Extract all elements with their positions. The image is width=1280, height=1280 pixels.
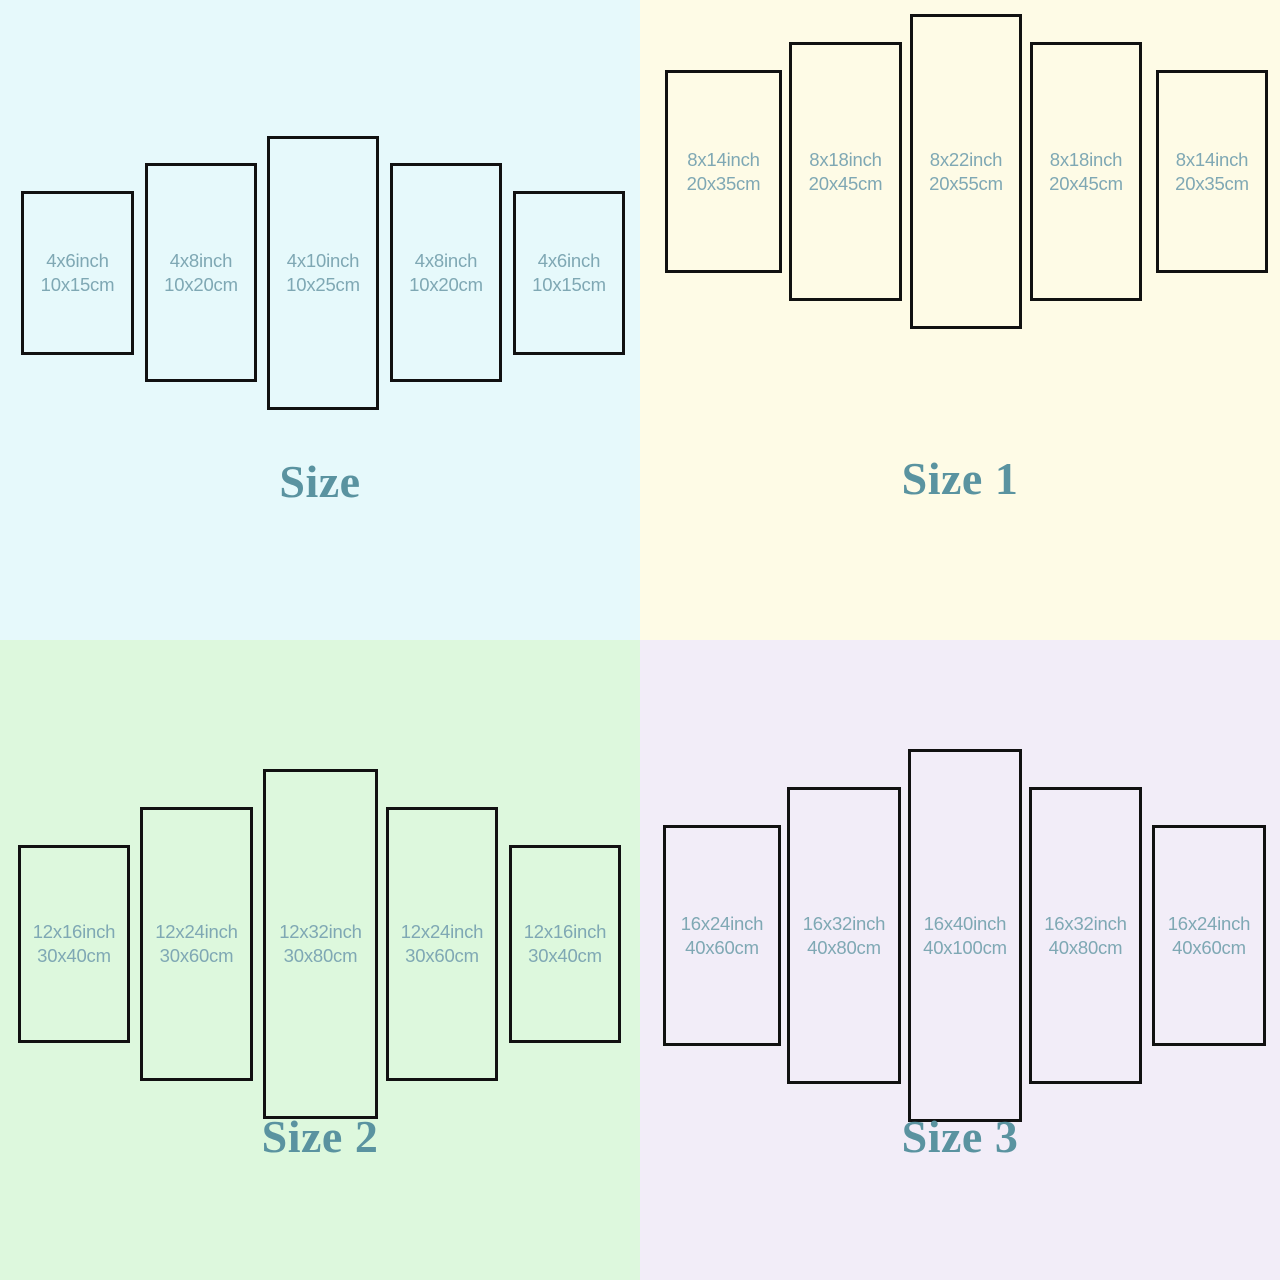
panel-size-cm: 30x40cm	[528, 945, 602, 966]
panel-size-inch: 4x8inch	[169, 249, 233, 271]
panel-size-cm: 30x60cm	[405, 945, 479, 966]
panel-size-cm: 20x35cm	[686, 172, 761, 194]
panel-size-inch: 16x32inch	[1044, 912, 1127, 934]
panel-size-cm: 20x55cm	[929, 172, 1003, 194]
panel-size-inch: 8x14inch	[687, 148, 760, 170]
panel-size-inch: 8x18inch	[1049, 148, 1123, 170]
panel-size-inch: 8x14inch	[1175, 148, 1249, 170]
size-option-heading: Size 1	[901, 453, 1019, 504]
panel-size-inch: 12x24inch	[400, 921, 484, 943]
panel-size-inch: 16x32inch	[802, 912, 886, 934]
panel-size-cm: 10x20cm	[409, 273, 483, 295]
panel-size-cm: 10x15cm	[40, 274, 115, 295]
panel-size-cm: 10x15cm	[532, 274, 606, 295]
panel-size-inch: 4x6inch	[46, 250, 109, 272]
panel-size-inch: 12x32inch	[279, 921, 362, 943]
panel-size-cm: 30x80cm	[283, 945, 358, 966]
panel-size-inch: 12x16inch	[32, 921, 116, 943]
panel-size-inch: 4x10inch	[286, 250, 360, 272]
panel-size-inch: 8x18inch	[809, 148, 882, 170]
panel-size-inch: 4x8inch	[414, 249, 478, 271]
panel-size-cm: 20x35cm	[1175, 172, 1249, 194]
panel-size-inch: 4x6inch	[537, 250, 601, 272]
panel-size-cm: 40x80cm	[807, 936, 881, 958]
panel-size-cm: 20x45cm	[808, 172, 883, 194]
size-option-heading: Size 2	[261, 1111, 379, 1162]
panel-size-inch: 8x22inch	[929, 148, 1003, 170]
panel-size-cm: 30x40cm	[37, 945, 111, 966]
panel-size-inch: 16x40inch	[923, 912, 1007, 934]
panel-size-cm: 40x80cm	[1048, 936, 1123, 958]
size-option-heading: Size	[279, 456, 361, 507]
panel-size-cm: 40x100cm	[923, 936, 1007, 958]
panel-size-inch: 12x24inch	[155, 921, 238, 943]
panel-size-cm: 40x60cm	[1172, 936, 1246, 958]
panel-size-cm: 20x45cm	[1049, 172, 1123, 194]
panel-size-inch: 16x24inch	[1167, 912, 1251, 934]
panel-size-cm: 10x25cm	[286, 274, 360, 295]
panel-size-cm: 10x20cm	[164, 273, 238, 295]
panel-size-cm: 30x60cm	[159, 945, 234, 966]
panel-size-inch: 12x16inch	[523, 921, 607, 943]
size-option-heading: Size 3	[901, 1111, 1019, 1162]
panel-size-inch: 16x24inch	[680, 912, 764, 934]
panel-size-cm: 40x60cm	[685, 936, 759, 958]
